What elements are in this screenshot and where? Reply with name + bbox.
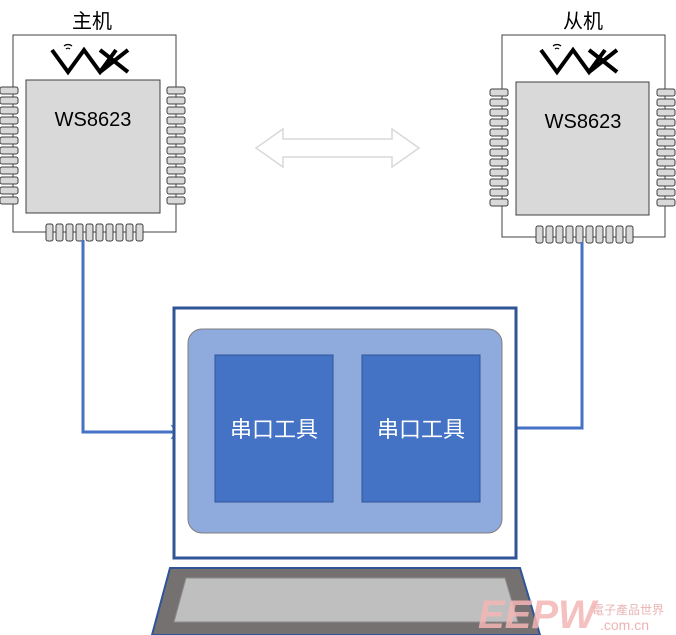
laptop-keyboard — [173, 577, 519, 623]
slave-pins-bottom — [535, 225, 634, 244]
slave-title: 从机 — [563, 10, 603, 33]
master-pins-bottom — [45, 223, 144, 242]
watermark-brand: EEPW — [478, 593, 599, 635]
left-serial-tool-label: 串口工具 — [230, 417, 318, 442]
right-serial-tool-label: 串口工具 — [377, 417, 465, 442]
eepw-watermark: EEPW 電子產品世界 .com.cn — [478, 593, 664, 635]
master-logo-icon — [50, 43, 130, 76]
slave-pins-right — [656, 88, 676, 207]
master-pins-left — [0, 86, 19, 205]
master-serial-connector — [81, 240, 186, 440]
master-chip-label: WS8623 — [55, 109, 132, 131]
slave-pins-left — [489, 88, 509, 207]
wireless-link-arrow-icon — [254, 127, 421, 169]
right-serial-tool-window[interactable] — [361, 354, 481, 503]
slave-chip — [515, 81, 650, 216]
slave-logo-icon — [539, 43, 619, 76]
slave-chip-label: WS8623 — [545, 111, 622, 133]
watermark-tagline: 電子產品世界 — [592, 602, 664, 617]
slave-module: 从机 WS8623 — [489, 10, 676, 244]
master-pins-right — [166, 86, 186, 205]
master-title: 主机 — [72, 10, 112, 33]
laptop: 串口工具 串口工具 — [150, 306, 542, 635]
master-module: 主机 WS8623 — [0, 10, 186, 242]
left-serial-tool-window[interactable] — [214, 354, 334, 503]
master-chip — [25, 79, 161, 214]
watermark-domain: .com.cn — [600, 617, 649, 633]
